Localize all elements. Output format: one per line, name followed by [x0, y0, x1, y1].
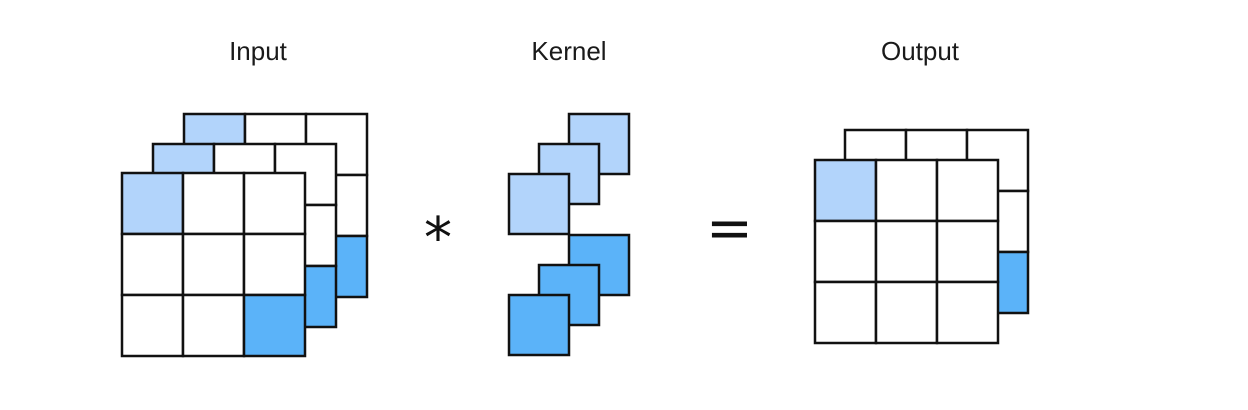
input-cell-c1-r1-col1	[120, 171, 185, 236]
output-cell-c1-r2-col3	[935, 219, 1000, 284]
kernel-1-channel-1	[507, 172, 571, 236]
output-label: Output	[880, 36, 960, 66]
input-cell-c1-r3-col2	[181, 293, 246, 358]
kernel-2-channel-1	[507, 293, 571, 357]
input-label: Input	[229, 36, 287, 66]
input-tensor	[120, 112, 369, 358]
kernel-label: Kernel	[531, 36, 607, 66]
input-cell-c1-r2-col2	[181, 232, 246, 297]
equals-operator: =	[706, 196, 753, 261]
kernel-tensor	[507, 112, 631, 357]
output-cell-c1-r3-col3	[935, 280, 1000, 345]
output-cell-c1-r2-col2	[874, 219, 939, 284]
convolution-operator: *	[424, 206, 452, 271]
output-cell-c1-r1-col3	[935, 158, 1000, 223]
input-cell-c1-r1-col2	[181, 171, 246, 236]
input-channel-1	[120, 171, 307, 358]
output-cell-c1-r2-col1	[813, 219, 878, 284]
output-tensor	[813, 128, 1030, 345]
output-cell-c1-r3-col1	[813, 280, 878, 345]
output-channel-1	[813, 158, 1000, 345]
input-cell-c1-r3-col3	[242, 293, 307, 358]
output-cell-c1-r1-col1	[813, 158, 878, 223]
input-cell-c1-r2-col1	[120, 232, 185, 297]
input-cell-c1-r1-col3	[242, 171, 307, 236]
input-cell-c1-r3-col1	[120, 293, 185, 358]
input-cell-c1-r2-col3	[242, 232, 307, 297]
output-cell-c1-r1-col2	[874, 158, 939, 223]
output-cell-c1-r3-col2	[874, 280, 939, 345]
